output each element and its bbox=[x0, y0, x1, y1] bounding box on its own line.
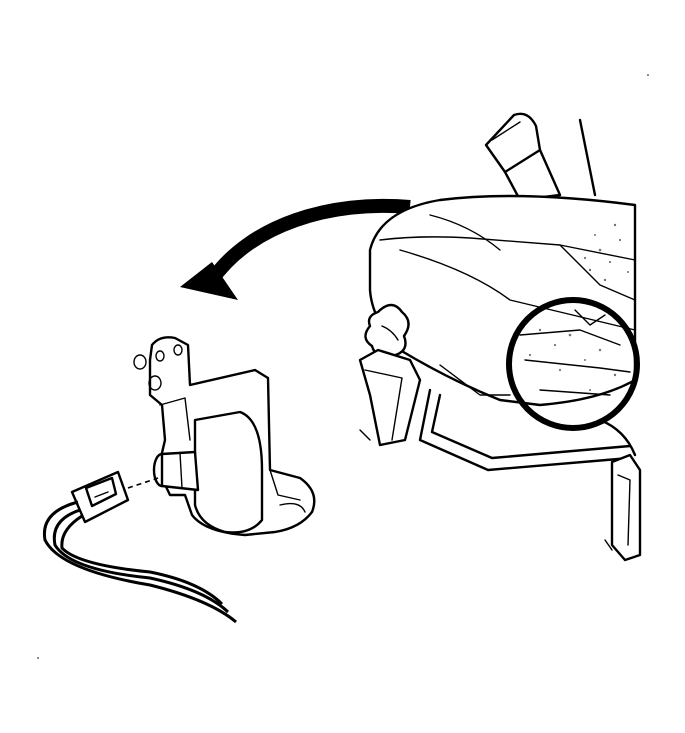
stipple-texture bbox=[528, 223, 629, 391]
speck bbox=[647, 74, 649, 76]
steering-column bbox=[484, 112, 597, 202]
tilt-knob bbox=[364, 303, 410, 359]
connector-stub bbox=[152, 450, 200, 492]
harness-wires bbox=[42, 500, 237, 624]
curved-arrow-icon bbox=[180, 198, 411, 300]
speck bbox=[37, 657, 39, 659]
mounting-bracket bbox=[358, 348, 632, 472]
lower-clip bbox=[598, 418, 642, 562]
harness-connector bbox=[70, 470, 130, 524]
alignment-line bbox=[127, 477, 159, 489]
detail-circle-icon bbox=[506, 297, 640, 431]
switch-assembly bbox=[133, 336, 316, 537]
